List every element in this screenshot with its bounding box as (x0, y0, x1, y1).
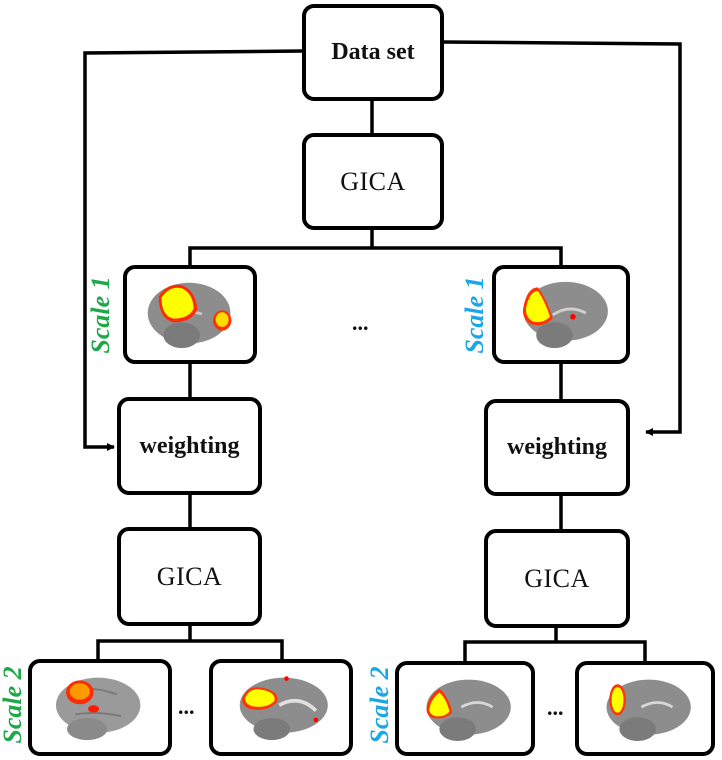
scale2-right-label: Scale 2 (365, 666, 394, 744)
gica-left-label: GICA (156, 561, 223, 591)
brain-image-scale2-left-a (55, 677, 141, 741)
gica-left-node: GICA (117, 527, 262, 626)
scale1-left-label: Scale 1 (86, 276, 115, 354)
scale1-right-image-box (492, 265, 630, 364)
edge-left-split-scale2 (96, 639, 284, 660)
scale2-left-a-image-box (28, 659, 172, 756)
gica-top-label: GICA (340, 166, 406, 196)
weighting-left-label: weighting (139, 432, 240, 459)
scale1-left-image-box (123, 265, 257, 364)
data-set-node: Data set (302, 4, 444, 101)
data-set-label: Data set (331, 39, 415, 65)
bottom-right-ellipsis: ... (547, 695, 564, 720)
weighting-right-label: weighting (506, 434, 607, 460)
brain-image-scale1-right (523, 281, 608, 349)
middle-ellipsis: ... (352, 310, 369, 335)
edge-right-split-scale2 (463, 640, 647, 662)
brain-image-scale1-left (147, 282, 232, 349)
gica-top-node: GICA (302, 133, 444, 230)
scale2-right-b-image-box (575, 661, 715, 756)
weighting-left-node: weighting (117, 397, 262, 495)
scale2-left-b-image-box (209, 659, 353, 756)
gica-right-node: GICA (484, 529, 630, 628)
scale1-right-label: Scale 1 (460, 276, 489, 354)
brain-image-scale2-right-a (426, 679, 511, 742)
scale2-left-label: Scale 2 (0, 666, 27, 744)
edge-dataset-weighting-left (83, 49, 304, 451)
edge-split-scale1 (188, 246, 563, 266)
brain-image-scale2-right-b (606, 679, 691, 742)
gica-right-label: GICA (524, 563, 590, 593)
edge-dataset-weighting-right (443, 40, 682, 436)
scale2-right-a-image-box (395, 661, 535, 756)
brain-image-scale2-left-b (239, 676, 328, 741)
bottom-left-ellipsis: ... (178, 694, 195, 719)
weighting-right-node: weighting (484, 399, 630, 496)
